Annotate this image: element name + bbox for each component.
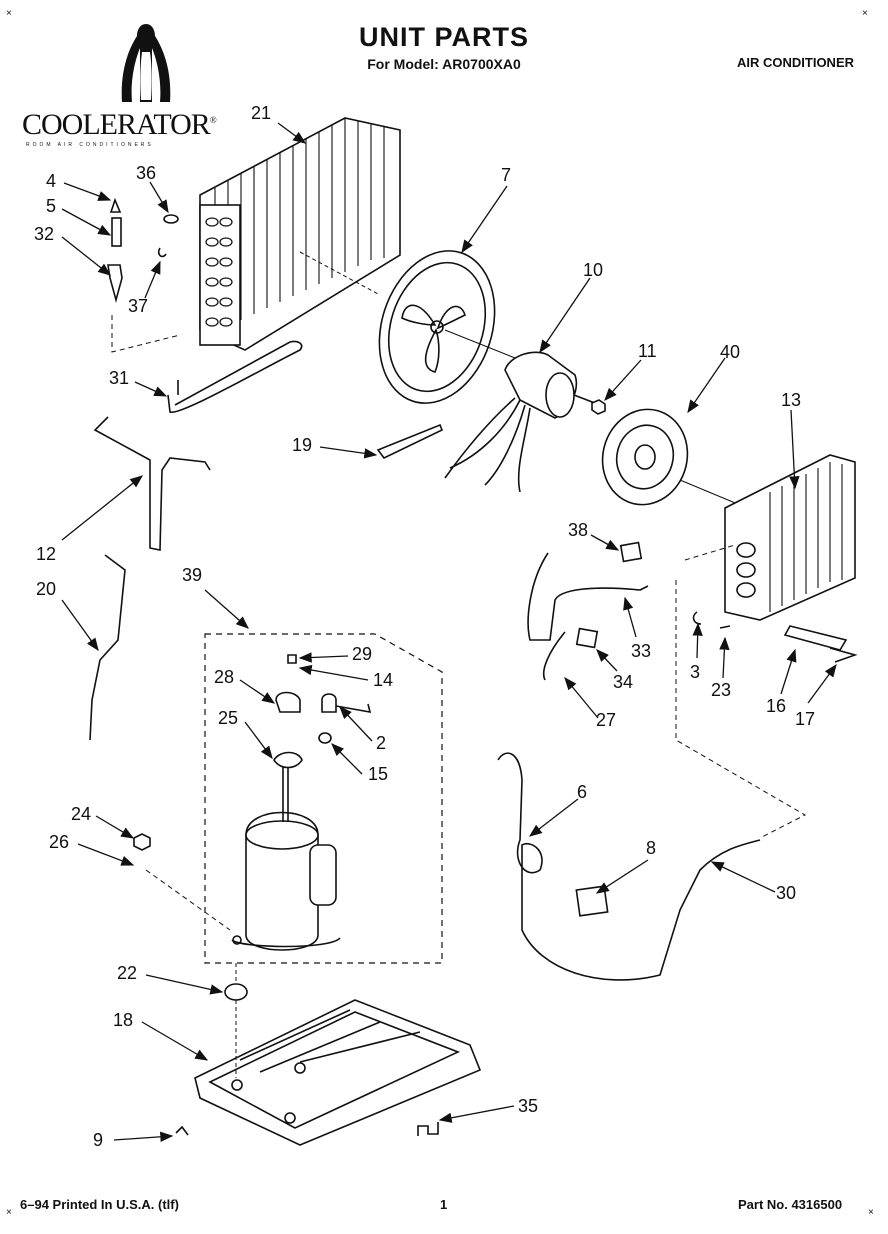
callout-21: 21	[251, 103, 272, 123]
evaporator-coil	[724, 454, 856, 621]
callout-29: 29	[352, 644, 373, 664]
callout-30: 30	[776, 883, 797, 903]
callout-16: 16	[766, 696, 787, 716]
callout-25: 25	[218, 708, 239, 728]
callout-18: 18	[113, 1010, 134, 1030]
corner-mark-top-right: ×	[862, 8, 868, 19]
callout-37: 37	[128, 296, 149, 316]
callout-15: 15	[368, 764, 389, 784]
callout-12: 12	[36, 544, 57, 564]
callout-7: 7	[501, 165, 512, 185]
callout-36: 36	[136, 163, 157, 183]
callout-27: 27	[596, 710, 617, 730]
callout-32: 32	[34, 224, 55, 244]
callout-34: 34	[613, 672, 634, 692]
callout-3: 3	[690, 662, 701, 682]
callout-5: 5	[46, 196, 57, 216]
callout-2: 2	[376, 733, 387, 753]
callout-13: 13	[781, 390, 802, 410]
part-number: Part No. 4316500	[738, 1197, 843, 1212]
callout-23: 23	[711, 680, 732, 700]
blower-wheel	[601, 408, 689, 506]
corner-mark-bottom-left: ×	[6, 1207, 12, 1218]
brand-tagline: ROOM AIR CONDITIONERS	[26, 142, 154, 148]
page-number: 1	[440, 1197, 448, 1212]
penguin-logo-icon	[121, 24, 171, 102]
compressor	[231, 760, 341, 951]
base-pan	[194, 999, 482, 1146]
page-title: UNIT PARTS	[359, 22, 529, 52]
fan-motor	[444, 351, 601, 493]
callout-17: 17	[795, 709, 816, 729]
fan-shroud	[378, 250, 496, 404]
model-subtitle: For Model: AR0700XA0	[367, 56, 521, 72]
callout-10: 10	[583, 260, 604, 280]
callout-35: 35	[518, 1096, 539, 1116]
callout-19: 19	[292, 435, 313, 455]
callout-26: 26	[49, 832, 70, 852]
print-info: 6–94 Printed In U.S.A. (tlf)	[20, 1197, 179, 1212]
corner-mark-bottom-right: ×	[868, 1207, 874, 1218]
callout-22: 22	[117, 963, 138, 983]
callout-31: 31	[109, 368, 130, 388]
callout-33: 33	[631, 641, 652, 661]
callout-11: 11	[638, 341, 657, 361]
callout-24: 24	[71, 804, 92, 824]
callout-28: 28	[214, 667, 235, 687]
brand-name: COOLERATOR®	[22, 108, 217, 141]
callout-14: 14	[373, 670, 394, 690]
corner-mark-top-left: ×	[6, 8, 12, 19]
callout-40: 40	[720, 342, 741, 362]
callout-4: 4	[46, 171, 57, 191]
callout-8: 8	[646, 838, 657, 858]
compressor-group-boundary	[204, 633, 443, 964]
condenser-coil	[199, 117, 401, 351]
callout-6: 6	[577, 782, 588, 802]
callout-9: 9	[93, 1130, 104, 1150]
callout-20: 20	[36, 579, 57, 599]
callout-39: 39	[182, 565, 203, 585]
product-type: AIR CONDITIONER	[737, 55, 854, 70]
callout-38: 38	[568, 520, 589, 540]
